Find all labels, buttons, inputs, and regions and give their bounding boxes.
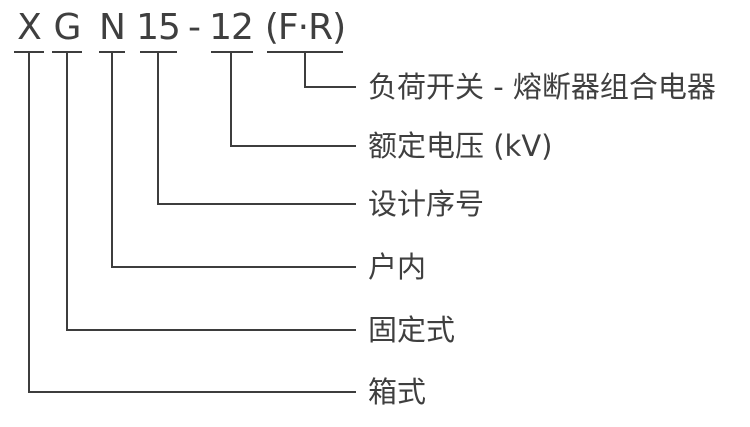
leader-horizontal-fixed-type [66, 329, 356, 331]
code-char-indoor: N [99, 7, 126, 48]
code-char-switch-fuse: (F·R) [264, 7, 346, 48]
leader-horizontal-indoor [111, 266, 356, 268]
leader-vertical-switch-fuse [304, 51, 306, 88]
segment-label-switch-fuse: 负荷开关 - 熔断器组合电器 [368, 70, 716, 104]
code-char-box-type: X [17, 7, 42, 48]
leader-horizontal-box-type [28, 391, 356, 393]
leader-vertical-design-serial [157, 51, 159, 205]
leader-vertical-box-type [28, 51, 30, 393]
code-char-rated-voltage: 12 [209, 7, 254, 48]
segment-label-box-type: 箱式 [368, 375, 427, 409]
code-separator: - [188, 7, 201, 48]
segment-label-rated-voltage: 额定电压 (kV) [368, 129, 553, 163]
tick-bar-rated-voltage [211, 51, 253, 53]
leader-vertical-indoor [111, 51, 113, 268]
segment-label-indoor: 户内 [368, 250, 427, 284]
leader-horizontal-switch-fuse [304, 86, 356, 88]
segment-label-design-serial: 设计序号 [368, 187, 485, 221]
leader-horizontal-rated-voltage [230, 145, 356, 147]
leader-vertical-rated-voltage [230, 51, 232, 147]
code-char-design-serial: 15 [136, 7, 181, 48]
code-char-fixed-type: G [53, 7, 82, 48]
segment-label-fixed-type: 固定式 [368, 313, 456, 347]
leader-horizontal-design-serial [157, 203, 356, 205]
leader-vertical-fixed-type [66, 51, 68, 331]
